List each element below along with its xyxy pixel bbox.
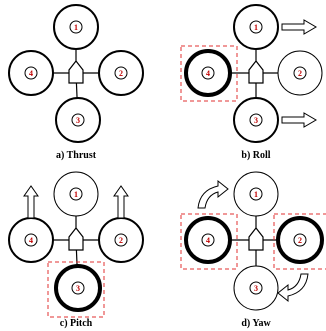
rotor-3-hub — [249, 113, 263, 127]
panel-caption: d) Yaw — [241, 318, 271, 329]
rotor-label: 4 — [29, 236, 33, 245]
rotor-4-hub — [201, 233, 215, 247]
rotor-label: 3 — [76, 284, 80, 293]
rotor-1-hub — [249, 20, 263, 34]
rotor-2-hub — [114, 233, 128, 247]
panel-roll: 1 2 3 4 b) Roll — [180, 4, 323, 161]
up-arrow-icon — [113, 185, 129, 219]
rotor-label: 2 — [298, 69, 302, 78]
highlight-box — [273, 213, 326, 270]
rotor-label: 4 — [206, 69, 210, 78]
rotor-1-hub — [69, 187, 83, 201]
rotor-label: 3 — [254, 116, 258, 125]
panel-caption: a) Thrust — [56, 150, 97, 161]
rotor-label: 2 — [119, 69, 123, 78]
rotor-label: 1 — [254, 190, 258, 199]
rotor-label: 2 — [119, 236, 123, 245]
rotor-label: 1 — [74, 190, 78, 199]
highlight-box — [180, 45, 238, 102]
highlight-box — [47, 261, 105, 318]
right-arrow-icon — [281, 19, 317, 35]
right-arrow-icon — [281, 112, 317, 128]
rotor-label: 3 — [76, 116, 80, 125]
rotor-3-hub — [249, 281, 263, 295]
rotor-4-emphasis — [184, 216, 232, 264]
rotor-1-hub — [69, 20, 83, 34]
panel-thrust: 1 2 3 4 a) Thrust — [8, 4, 144, 161]
rotor-4-hub — [201, 66, 215, 80]
panel-caption: c) Pitch — [60, 318, 93, 329]
drone-body — [248, 227, 264, 251]
highlight-box — [180, 213, 238, 270]
drone-body — [248, 60, 264, 84]
rotor-3-hub — [71, 113, 85, 127]
rotor-label: 2 — [298, 236, 302, 245]
rotor-label: 4 — [29, 69, 33, 78]
rotor-label: 4 — [206, 236, 210, 245]
drone-body — [68, 227, 84, 251]
rotor-3-emphasis — [54, 264, 102, 312]
panel-caption: b) Roll — [241, 150, 270, 161]
rotor-4-hub — [24, 66, 38, 80]
rotor-4-hub — [24, 233, 38, 247]
rotor-label: 1 — [74, 23, 78, 32]
rotor-1-hub — [249, 187, 263, 201]
rotor-2-emphasis — [276, 216, 324, 264]
curved-arrow-icon — [277, 273, 309, 303]
rotor-3-hub — [71, 281, 85, 295]
rotor-2-hub — [293, 233, 307, 247]
panel-yaw: 1 2 3 4 d) Yaw — [180, 171, 326, 329]
up-arrow-icon — [23, 185, 39, 219]
panel-pitch: 1 2 3 4 c) Pitch — [8, 171, 144, 329]
drone-body — [68, 60, 84, 84]
rotor-4-emphasis — [184, 49, 232, 97]
rotor-label: 1 — [254, 23, 258, 32]
rotor-label: 3 — [254, 284, 258, 293]
rotor-2-hub — [293, 66, 307, 80]
curved-arrow-icon — [197, 179, 229, 209]
rotor-2-hub — [114, 66, 128, 80]
